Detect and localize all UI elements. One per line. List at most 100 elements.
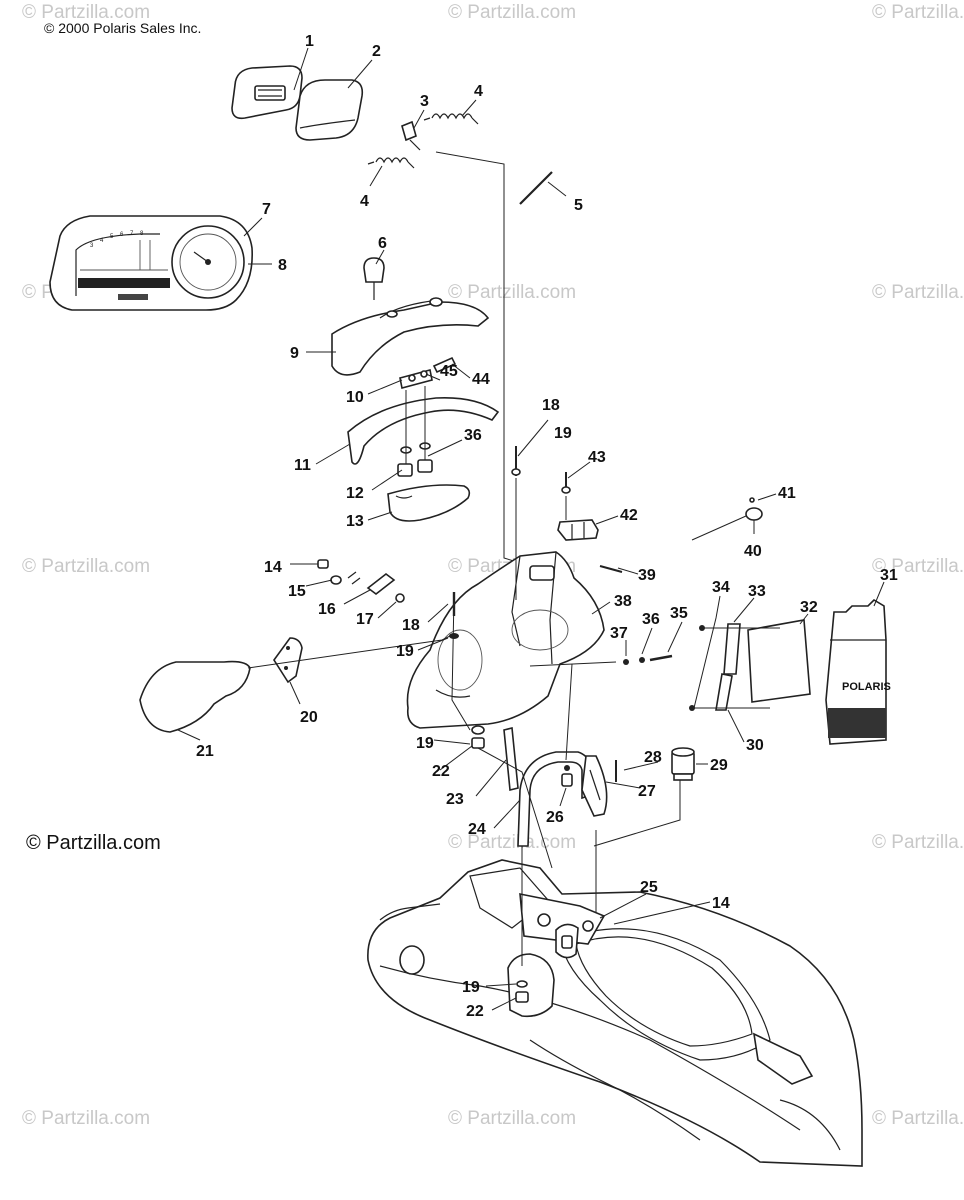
part-33-strap: [699, 623, 780, 675]
part-23-tube: [503, 726, 519, 792]
callout-label: 44: [472, 371, 490, 388]
part-31-panel: POLARIS: [825, 598, 891, 745]
part-25-bracket: [519, 893, 606, 959]
callout-label: 21: [196, 743, 214, 760]
callout-label: 4: [474, 83, 483, 100]
part-18-bolt-upper: [511, 446, 521, 476]
part-17-screw: [395, 593, 405, 603]
part-15-washer: [330, 575, 342, 585]
part-40-cap: [691, 507, 763, 541]
part-18-bolt-mid: [449, 592, 459, 639]
part-32-pad: [747, 619, 811, 703]
part-35-bolt: [649, 654, 673, 662]
callout-label: 24: [468, 821, 486, 838]
callout-label: 28: [644, 749, 662, 766]
callout-label: 23: [446, 791, 464, 808]
callout-label: 31: [880, 567, 898, 584]
callout-label: 35: [670, 605, 688, 622]
callout-label: 19: [396, 643, 414, 660]
watermark: © Partzilla.com: [872, 556, 964, 577]
callout-label: 45: [440, 363, 458, 380]
part-39-pin: [599, 565, 623, 573]
part-4-spring-upper: [423, 113, 479, 125]
watermark: © Partzilla.com: [448, 1108, 577, 1129]
callout-label: 32: [800, 599, 818, 616]
callout-label: 13: [346, 513, 364, 530]
callout-label: 9: [290, 345, 299, 362]
callout-label: 34: [712, 579, 730, 596]
callout-label: 38: [614, 593, 632, 610]
gauge-number: 3: [90, 243, 94, 249]
callout-label: 16: [318, 601, 336, 618]
callout-label: 8: [278, 257, 287, 274]
copyright-notice: © 2000 Polaris Sales Inc.: [44, 20, 202, 36]
callout-label: 7: [262, 201, 271, 218]
callout-label: 18: [402, 617, 420, 634]
part-30-strap: [689, 673, 770, 711]
part-38-console-housing: [406, 551, 605, 729]
callout-label: 14: [264, 559, 282, 576]
callout-label: 14: [712, 895, 730, 912]
callout-label: 41: [778, 485, 796, 502]
part-37-nut: [623, 659, 629, 665]
callout-label: 12: [346, 485, 364, 502]
callout-label: 10: [346, 389, 364, 406]
callout-label: 20: [300, 709, 318, 726]
callout-label: 36: [464, 427, 482, 444]
callout-label: 4: [360, 193, 369, 210]
part-27-bracket: [581, 755, 608, 817]
callout-label: 26: [546, 809, 564, 826]
callout-label: 27: [638, 783, 656, 800]
part-2-lens: [295, 79, 364, 141]
callout-label: 3: [420, 93, 429, 110]
part-24-handlebar: [517, 751, 591, 847]
callout-label: 22: [432, 763, 450, 780]
callout-label: 43: [588, 449, 606, 466]
part-36-washer: [639, 657, 645, 663]
part-9-console-cover: [331, 297, 490, 376]
leader-line: [451, 595, 471, 731]
part-43-bolt: [561, 472, 571, 494]
leader-line: [529, 661, 617, 667]
callout-label: 30: [746, 737, 764, 754]
part-44-screw: [432, 356, 457, 374]
part-19-washer: [471, 725, 485, 735]
callout-label: 5: [574, 197, 583, 214]
watermark: © Partzilla.com: [872, 1108, 964, 1129]
leader-line: [477, 747, 553, 869]
callout-label: 42: [620, 507, 638, 524]
callout-label: 6: [378, 235, 387, 252]
gauge-number: 7: [130, 231, 134, 237]
part-29-cap: [671, 747, 695, 781]
callout-label: 22: [466, 1003, 484, 1020]
callout-labels: 1 2 3 4 4 5 6 7 8 9 10 11 12 13 14 15 16…: [196, 33, 898, 1020]
callout-label: 40: [744, 543, 762, 560]
part-21-mirror: [139, 660, 251, 733]
leader-line: [565, 663, 597, 912]
watermark: © Partzilla.com: [448, 282, 577, 303]
callout-label: 39: [638, 567, 656, 584]
callout-label: 19: [554, 425, 572, 442]
part-7-8-gauge-cluster: 3 4 5 6 7 8: [49, 215, 253, 311]
partzilla-credit: © Partzilla.com: [26, 832, 161, 854]
part-12-grommets: [397, 386, 433, 477]
part-14-nut: [317, 559, 329, 569]
part-lower-mount: [507, 953, 555, 1018]
part-10-bracket: [399, 369, 433, 389]
callout-label: 29: [710, 757, 728, 774]
callout-label: 19: [416, 735, 434, 752]
watermark: © Partzilla.com: [22, 2, 151, 23]
callout-label: 2: [372, 43, 381, 60]
watermark: © Partzilla.com: [448, 2, 577, 23]
watermark: © Partzilla.com: [22, 556, 151, 577]
part-1-bezel: [231, 65, 303, 120]
gauge-number: 8: [140, 231, 144, 237]
part-11-gasket: [347, 396, 500, 465]
callout-label: 19: [462, 979, 480, 996]
part-6-knob: [363, 257, 385, 300]
part-16-latch: [366, 572, 396, 596]
watermark: © Partzilla.com: [872, 282, 964, 303]
callout-label: 15: [288, 583, 306, 600]
leader-line: [593, 780, 681, 847]
